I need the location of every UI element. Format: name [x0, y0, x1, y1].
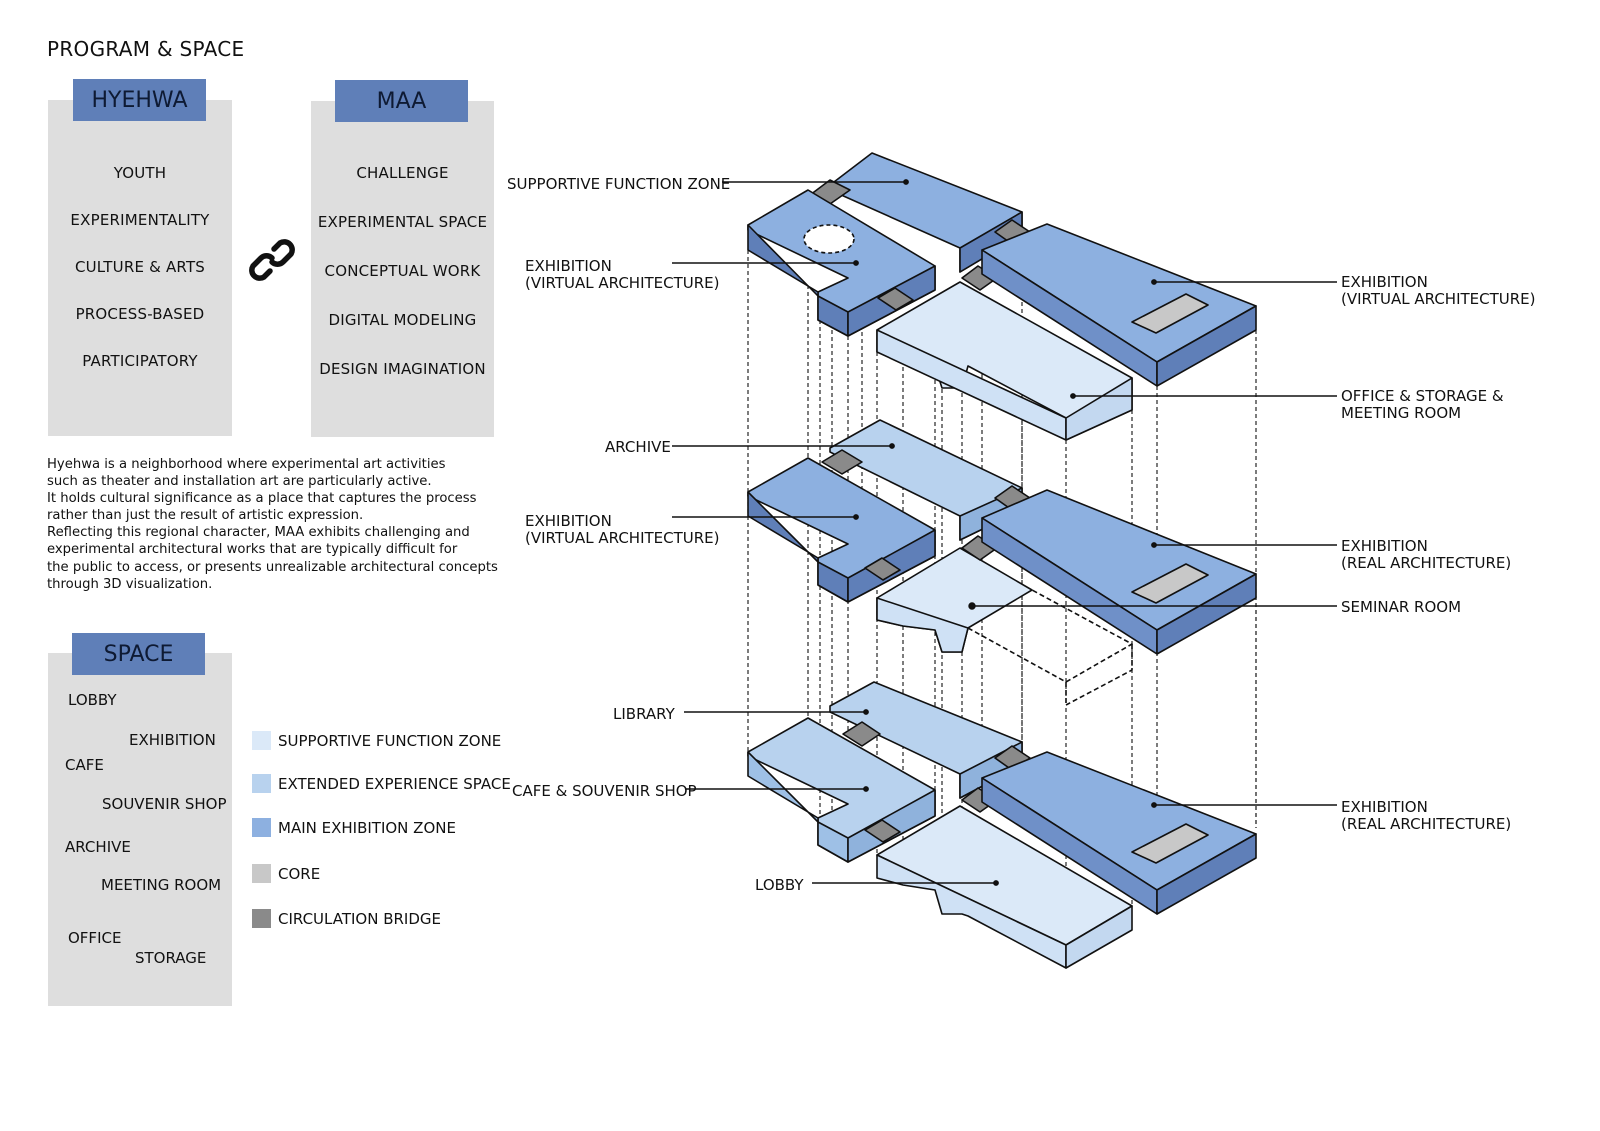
legend-item: SUPPORTIVE FUNCTION ZONE — [252, 731, 501, 750]
chain-link-icon — [249, 239, 295, 281]
label-exhibition-virtual-mid: EXHIBITION — [525, 512, 612, 530]
maa-keyword: DESIGN IMAGINATION — [319, 360, 486, 378]
seminar-room-dashed-extension — [967, 589, 1133, 683]
description-line: such as theater and installation art are… — [47, 474, 432, 490]
hyehwa-keyword: PARTICIPATORY — [82, 352, 198, 370]
leader-lines — [672, 179, 1337, 886]
hyehwa-keyword: EXPERIMENTALITY — [70, 211, 210, 229]
legend-item: MAIN EXHIBITION ZONE — [252, 818, 456, 837]
legend-swatch — [252, 731, 271, 750]
maa-keyword: CHALLENGE — [356, 164, 449, 182]
label-seminar-room: SEMINAR ROOM — [1341, 598, 1461, 616]
legend-swatch — [252, 864, 271, 883]
hyehwa-tag: HYEHWA — [73, 79, 206, 121]
space-item: OFFICE — [68, 929, 122, 947]
label-exhibition-real-bottom: EXHIBITION — [1341, 798, 1428, 816]
maa-tag: MAA — [335, 80, 468, 122]
label-exhibition-virtual-mid-sub: (VIRTUAL ARCHITECTURE) — [525, 529, 720, 547]
space-item: STORAGE — [135, 949, 207, 967]
circulation-bridge — [821, 449, 863, 475]
core — [1131, 823, 1209, 864]
circulation-bridge — [842, 721, 881, 747]
label-library: LIBRARY — [613, 705, 676, 723]
legend-label: CORE — [278, 864, 321, 883]
label-exhibition-real-mid: EXHIBITION — [1341, 537, 1428, 555]
hyehwa-keyword: YOUTH — [113, 164, 167, 182]
label-supportive-zone: SUPPORTIVE FUNCTION ZONE — [507, 175, 730, 193]
circulation-bridge — [864, 557, 901, 581]
maa-keyword: EXPERIMENTAL SPACE — [317, 213, 488, 231]
label-exhibition-real-bottom-sub: (REAL ARCHITECTURE) — [1341, 815, 1511, 833]
space-item: CAFE — [65, 756, 104, 774]
space-tag: SPACE — [72, 633, 205, 675]
description-line: rather than just the result of artistic … — [47, 508, 364, 524]
legend-swatch — [252, 818, 271, 837]
label-lobby: LOBBY — [755, 876, 804, 894]
space-panel: LOBBY EXHIBITION CAFE SOUVENIR SHOP ARCH… — [48, 653, 232, 1006]
description: Hyehwa is a neighborhood where experimen… — [47, 456, 498, 593]
void-opening — [803, 224, 855, 254]
label-office-storage-sub: MEETING ROOM — [1341, 404, 1461, 422]
description-line: Hyehwa is a neighborhood where experimen… — [47, 457, 446, 472]
space-item: MEETING ROOM — [101, 876, 222, 894]
page-title: PROGRAM & SPACE — [47, 37, 245, 61]
description-line: It holds cultural significance as a plac… — [47, 491, 477, 507]
label-exhibition-virtual-top: EXHIBITION — [525, 257, 612, 275]
space-item: SOUVENIR SHOP — [102, 795, 227, 813]
description-line: the public to access, or presents unreal… — [47, 559, 498, 575]
legend-swatch — [252, 909, 271, 928]
hyehwa-keyword: PROCESS-BASED — [75, 305, 205, 323]
legend-label: SUPPORTIVE FUNCTION ZONE — [278, 731, 502, 750]
circulation-bridge — [864, 819, 901, 843]
maa-keyword: DIGITAL MODELING — [328, 311, 477, 329]
maa-keyword: CONCEPTUAL WORK — [324, 262, 481, 280]
legend-label: CIRCULATION BRIDGE — [278, 909, 441, 928]
label-exhibition-real-mid-sub: (REAL ARCHITECTURE) — [1341, 554, 1511, 572]
core — [1131, 293, 1209, 334]
description-line: Reflecting this regional character, MAA … — [47, 525, 470, 541]
legend-item: CORE — [252, 864, 320, 883]
legend-item: EXTENDED EXPERIENCE SPACE — [252, 774, 511, 793]
hyehwa-panel: YOUTH EXPERIMENTALITY CULTURE & ARTS PRO… — [48, 100, 232, 436]
label-archive: ARCHIVE — [605, 438, 671, 456]
label-exhibition-virtual-right-sub: (VIRTUAL ARCHITECTURE) — [1341, 290, 1536, 308]
label-cafe-souvenir: CAFE & SOUVENIR SHOP — [512, 782, 697, 800]
label-office-storage: OFFICE & STORAGE & — [1341, 387, 1504, 405]
circulation-bridge — [877, 287, 914, 311]
legend-label: MAIN EXHIBITION ZONE — [278, 818, 456, 837]
label-exhibition-virtual-top-sub: (VIRTUAL ARCHITECTURE) — [525, 274, 720, 292]
space-item: EXHIBITION — [129, 731, 216, 749]
space-item: LOBBY — [68, 691, 117, 709]
description-line: through 3D visualization. — [47, 576, 213, 592]
maa-panel: CHALLENGE EXPERIMENTAL SPACE CONCEPTUAL … — [311, 101, 494, 437]
space-item: ARCHIVE — [65, 838, 131, 856]
core — [1131, 563, 1209, 604]
hyehwa-keyword: CULTURE & ARTS — [74, 258, 206, 276]
legend-label: EXTENDED EXPERIENCE SPACE — [278, 774, 511, 793]
legend-item: CIRCULATION BRIDGE — [252, 909, 441, 928]
description-line: experimental architectural works that ar… — [47, 542, 458, 558]
label-exhibition-virtual-right: EXHIBITION — [1341, 273, 1428, 291]
legend-swatch — [252, 774, 271, 793]
